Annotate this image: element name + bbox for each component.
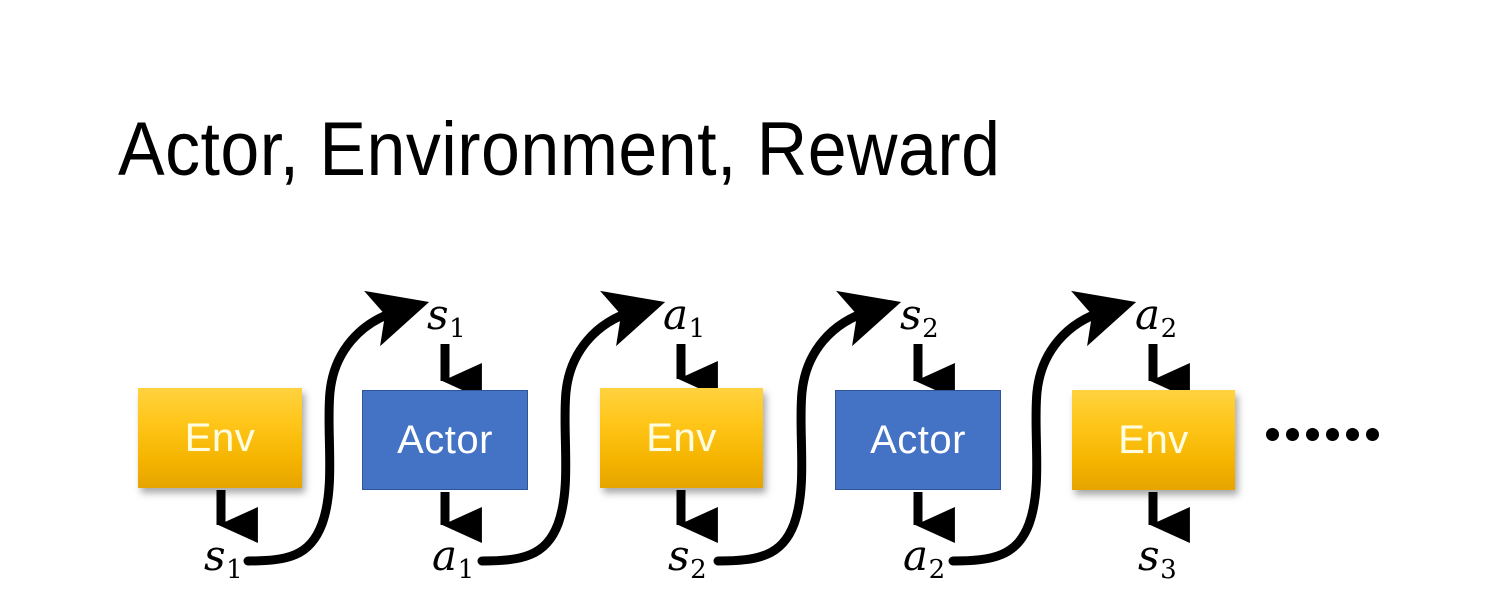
label-subscript: 1 [688,313,706,344]
label-base: a [1135,290,1161,339]
label-subscript: 1 [457,554,475,585]
ellipsis-group-1 [1266,428,1319,441]
node-label: Env [184,416,256,460]
ellipsis-group-2 [1326,428,1379,441]
label-subscript: 1 [226,554,243,585]
label-base: s [900,290,922,339]
label-top-s2: s2 [900,294,939,342]
label-bottom-a2: a2 [903,535,945,583]
label-subscript: 2 [1160,313,1178,344]
node-label: Actor [870,418,966,462]
ellipsis-dot [1366,428,1379,441]
label-base: s [1138,531,1160,580]
label-base: s [668,531,690,580]
label-top-a1: a1 [663,294,705,342]
ellipsis-dot [1266,428,1279,441]
node-actor-1[interactable]: Actor [362,390,528,490]
label-bottom-a1: a1 [432,535,474,583]
node-actor-2[interactable]: Actor [835,390,1001,490]
ellipsis-dot [1306,428,1319,441]
ellipsis-dot [1326,428,1339,441]
ellipsis-continuation [1266,428,1379,441]
node-label: Env [646,416,717,460]
label-top-s1: s1 [427,294,466,342]
label-bottom-s3: s3 [1138,535,1177,583]
node-env-2[interactable]: Env [600,388,763,488]
label-subscript: 1 [449,313,466,344]
node-label: Actor [397,418,493,462]
label-base: a [663,290,689,339]
ellipsis-dot [1346,428,1359,441]
label-base: a [903,531,929,580]
label-top-a2: a2 [1135,294,1177,342]
node-env-3[interactable]: Env [1072,390,1235,490]
label-base: s [427,290,449,339]
label-subscript: 3 [1160,554,1177,585]
label-bottom-s1: s1 [204,535,243,583]
label-subscript: 2 [922,313,939,344]
label-base: s [204,531,226,580]
label-subscript: 2 [928,554,946,585]
label-base: a [432,531,458,580]
node-env-1[interactable]: Env [138,388,302,488]
ellipsis-dot [1286,428,1299,441]
page-title: Actor, Environment, Reward [118,107,1001,192]
node-label: Env [1118,418,1189,462]
label-bottom-s2: s2 [668,535,707,583]
label-subscript: 2 [690,554,707,585]
